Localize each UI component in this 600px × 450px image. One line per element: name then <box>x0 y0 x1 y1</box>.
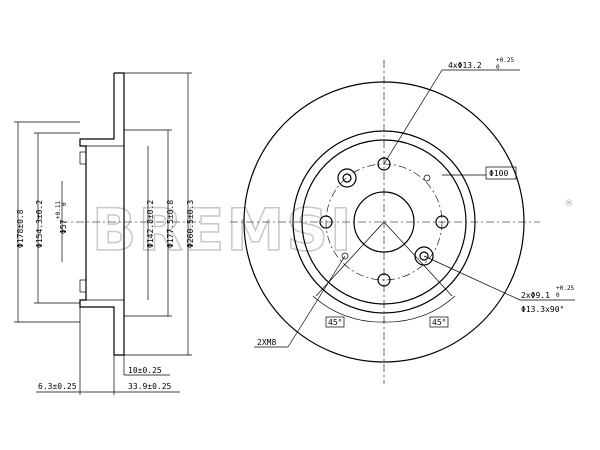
dim-154: Φ154.3±0.2 <box>35 200 44 248</box>
brand-watermark: BREMSI <box>92 196 354 264</box>
angle-ray-left <box>315 221 385 297</box>
bolt-hole-bottom <box>377 273 391 287</box>
angle-ray-right <box>383 221 453 297</box>
front-view: 4xΦ13.2 +0.25 0 Φ100 2xΦ9.1 +0.25 0 Φ13.… <box>230 57 575 384</box>
hub-hole-bottom <box>79 279 87 293</box>
dim-260: Φ260.5±0.3 <box>186 200 195 248</box>
angle-box-right <box>429 316 449 328</box>
hub-hole-top <box>79 151 87 165</box>
angle-arc-left <box>312 295 385 323</box>
side-view: Φ178±0.8 Φ154.3±0.2 Φ57 +0.11 0 Φ142.8±0… <box>14 72 200 395</box>
small-hole-lower <box>419 251 429 261</box>
bolt-hole-top <box>377 157 391 171</box>
registered-mark: ® <box>566 198 573 209</box>
dim-177: Φ177.5±0.8 <box>166 200 175 248</box>
dim-height: 33.9±0.25 <box>128 382 172 391</box>
dim-chamfer: Φ13.3x90° <box>521 305 564 314</box>
dim-57-tol-low: 0 <box>61 202 68 206</box>
small-hole-chamfer-upper <box>337 168 357 188</box>
dim-142: Φ142.8±0.2 <box>146 200 155 248</box>
dim-178: Φ178±0.8 <box>16 209 25 248</box>
dim-thickness: 10±0.25 <box>128 366 162 375</box>
thread-hole-upper <box>423 174 431 182</box>
angle-arc-right <box>383 295 456 323</box>
leader-threads <box>287 255 346 348</box>
dim-small-holes-tol: +0.25 <box>556 285 574 292</box>
thread-hole-lower <box>341 252 349 260</box>
bolt-hole-left <box>319 215 333 229</box>
dim-main-holes: 4xΦ13.2 <box>448 61 482 70</box>
dim-hat: 6.3±0.25 <box>38 382 77 391</box>
small-hole-upper <box>342 173 352 183</box>
bolt-hole-right <box>435 215 449 229</box>
dim-pcd: Φ100 <box>489 169 508 178</box>
dim-small-holes-tol-low: 0 <box>556 292 560 299</box>
angle-box-left <box>325 316 345 328</box>
dim-57-tol: +0.11 <box>55 201 62 219</box>
leader-small-holes <box>423 255 521 301</box>
dim-small-holes: 2xΦ9.1 <box>521 291 550 300</box>
dim-57: Φ57 <box>59 219 68 234</box>
dim-main-holes-tol: +0.25 <box>496 57 514 64</box>
dim-threads: 2XM8 <box>257 338 276 347</box>
angle-left: 45° <box>328 318 342 327</box>
leader-main-holes <box>383 69 443 165</box>
angle-right: 45° <box>432 318 446 327</box>
dim-main-holes-tol-low: 0 <box>496 64 500 71</box>
pcd-box <box>485 166 517 180</box>
